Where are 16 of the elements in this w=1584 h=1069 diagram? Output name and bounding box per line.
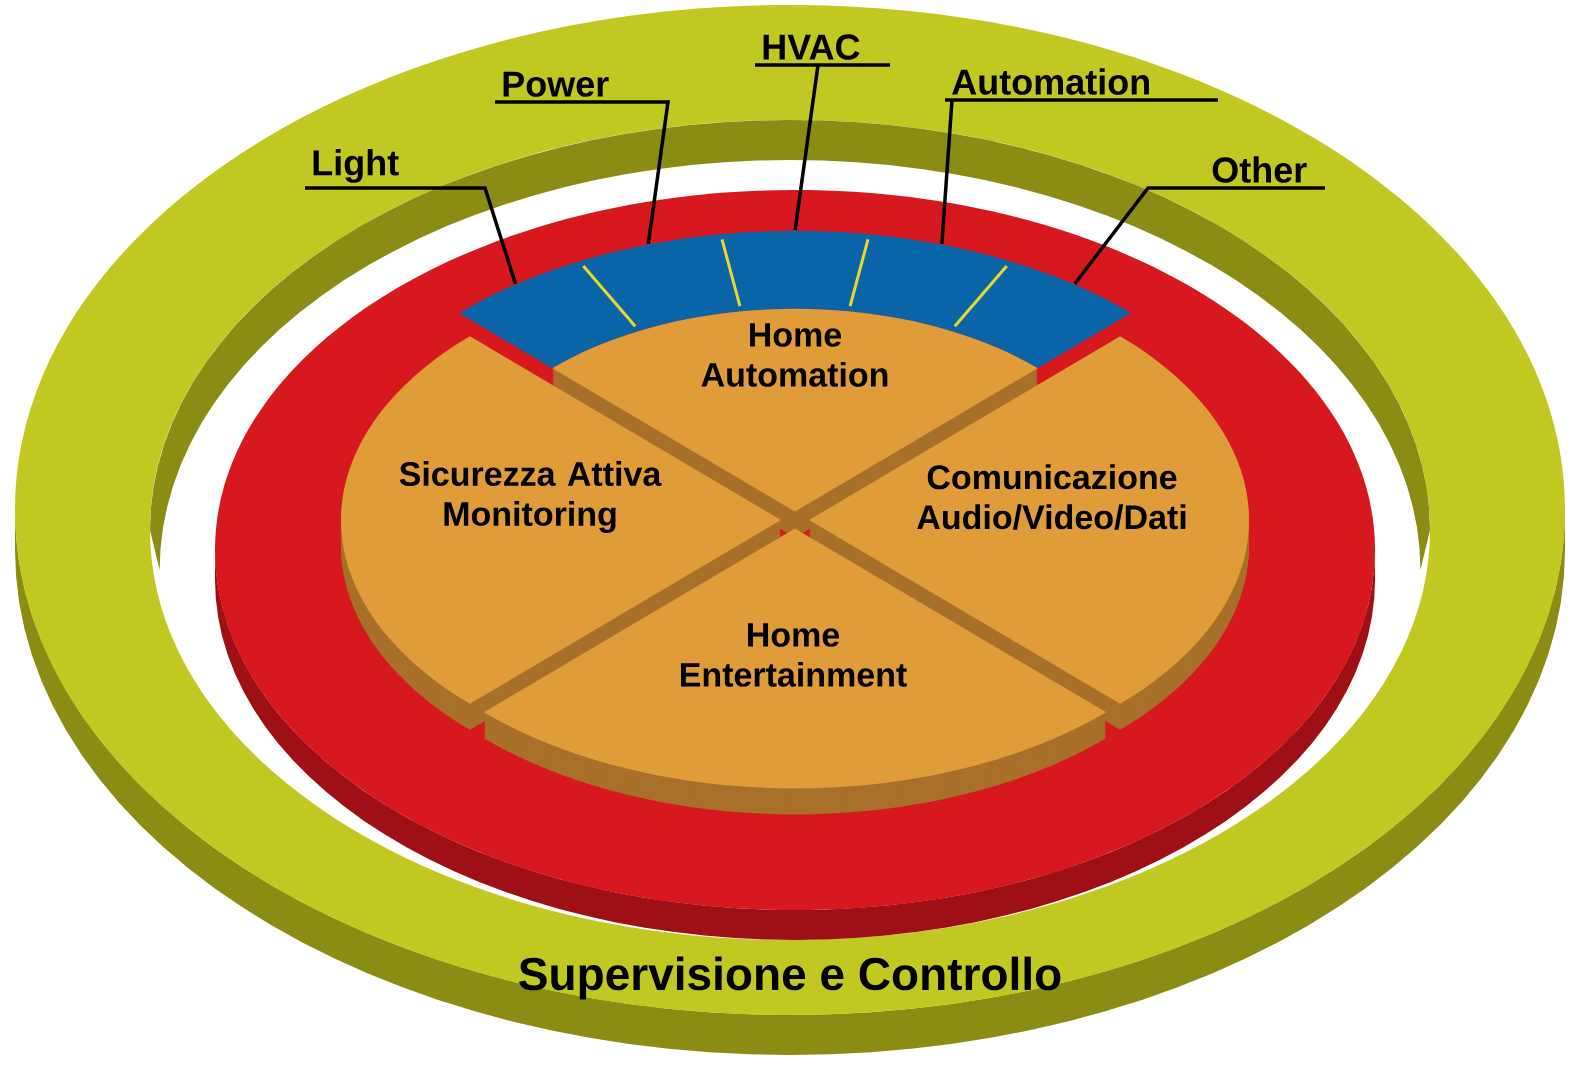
leader-line	[755, 63, 892, 231]
label: Power	[503, 71, 609, 97]
label: Light	[313, 149, 399, 183]
label: HVAC	[763, 34, 860, 60]
label: Automation	[952, 68, 1149, 95]
label: Other	[1212, 156, 1307, 183]
arc-segment	[459, 261, 640, 369]
arc-segment	[950, 261, 1131, 369]
leader-line	[1073, 186, 1327, 285]
arc-segment	[848, 234, 1011, 331]
ring-label: Supervisione e Controllo	[519, 956, 1061, 1000]
arc-segment	[579, 234, 742, 331]
leader-line	[305, 186, 518, 285]
leader-line	[940, 98, 1220, 244]
arc-segment	[720, 230, 870, 312]
leader-line	[495, 100, 670, 245]
